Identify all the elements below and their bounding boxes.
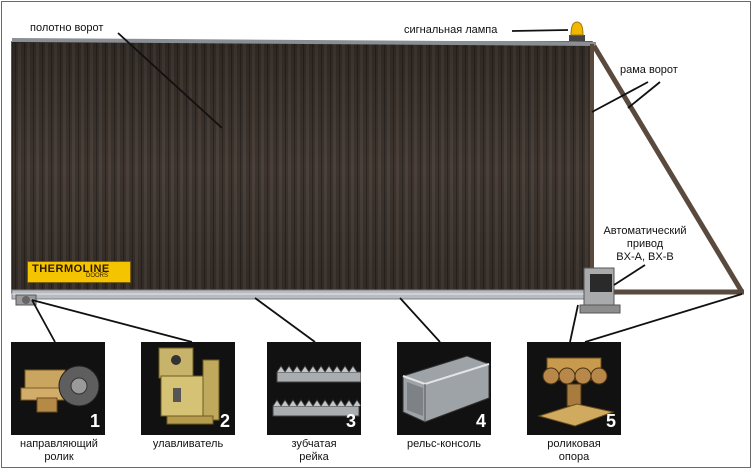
label-automatic-drive-line2: привод: [626, 238, 664, 250]
part-3-label: зубчатая рейка: [259, 438, 369, 464]
label-gate-frame: рама ворот: [620, 64, 678, 76]
automatic-drive-unit: [579, 267, 621, 314]
catcher-icon: [158, 347, 220, 425]
logo-subtext: DOORS: [86, 273, 109, 279]
label-automatic-drive-models: BX-A, BX-B: [616, 251, 674, 263]
roller-support-icon: [537, 357, 615, 427]
part-4-number: 4: [475, 411, 486, 431]
label-automatic-drive-line1: Автоматический: [603, 225, 687, 237]
part-1-label: направляющий ролик: [5, 438, 113, 464]
part-1-thumbnail: 1: [11, 342, 105, 435]
rail-console-icon: [402, 355, 490, 423]
leader-lines: [31, 29, 743, 343]
gear-rack-icon: [272, 365, 361, 417]
part-5-label: роликовая опора: [519, 438, 629, 464]
part-5-number: 5: [605, 411, 616, 431]
label-automatic-drive: Автоматический привод BX-A, BX-B: [590, 225, 700, 264]
part-5-thumbnail: 5: [527, 342, 621, 435]
part-3-label-line1: зубчатая: [291, 438, 337, 450]
part-1-label-line1: направляющий: [20, 438, 98, 450]
part-1-number: 1: [89, 411, 100, 431]
gate-frame-structure: [11, 38, 745, 295]
part-2-label: улавливатель: [133, 438, 243, 451]
part-4-label-line1: рельс-консоль: [407, 438, 481, 450]
part-3-label-line2: рейка: [299, 451, 329, 463]
part-3-number: 3: [345, 411, 356, 431]
signal-lamp-icon: [569, 21, 585, 41]
part-5-label-line1: роликовая: [547, 438, 601, 450]
logo-text: THERMOLINE: [32, 263, 110, 275]
part-3-thumbnail: 3: [267, 342, 361, 435]
part-2-label-line1: улавливатель: [152, 438, 224, 450]
thermoline-logo: THERMOLINE DOORS: [27, 261, 131, 283]
guide-roller-on-gate: [15, 294, 37, 306]
part-2-number: 2: [219, 411, 230, 431]
gate-leaf-panel: [11, 41, 593, 294]
label-gate-leaf: полотно ворот: [30, 22, 104, 34]
part-4-thumbnail: 4: [397, 342, 491, 435]
part-2-thumbnail: 2: [141, 342, 235, 435]
part-4-label: рельс-консоль: [389, 438, 499, 451]
part-1-label-line2: ролик: [44, 451, 74, 463]
guide-roller-icon: [20, 365, 100, 413]
part-5-label-line2: опора: [558, 451, 590, 463]
label-signal-lamp: сигнальная лампа: [404, 24, 498, 36]
